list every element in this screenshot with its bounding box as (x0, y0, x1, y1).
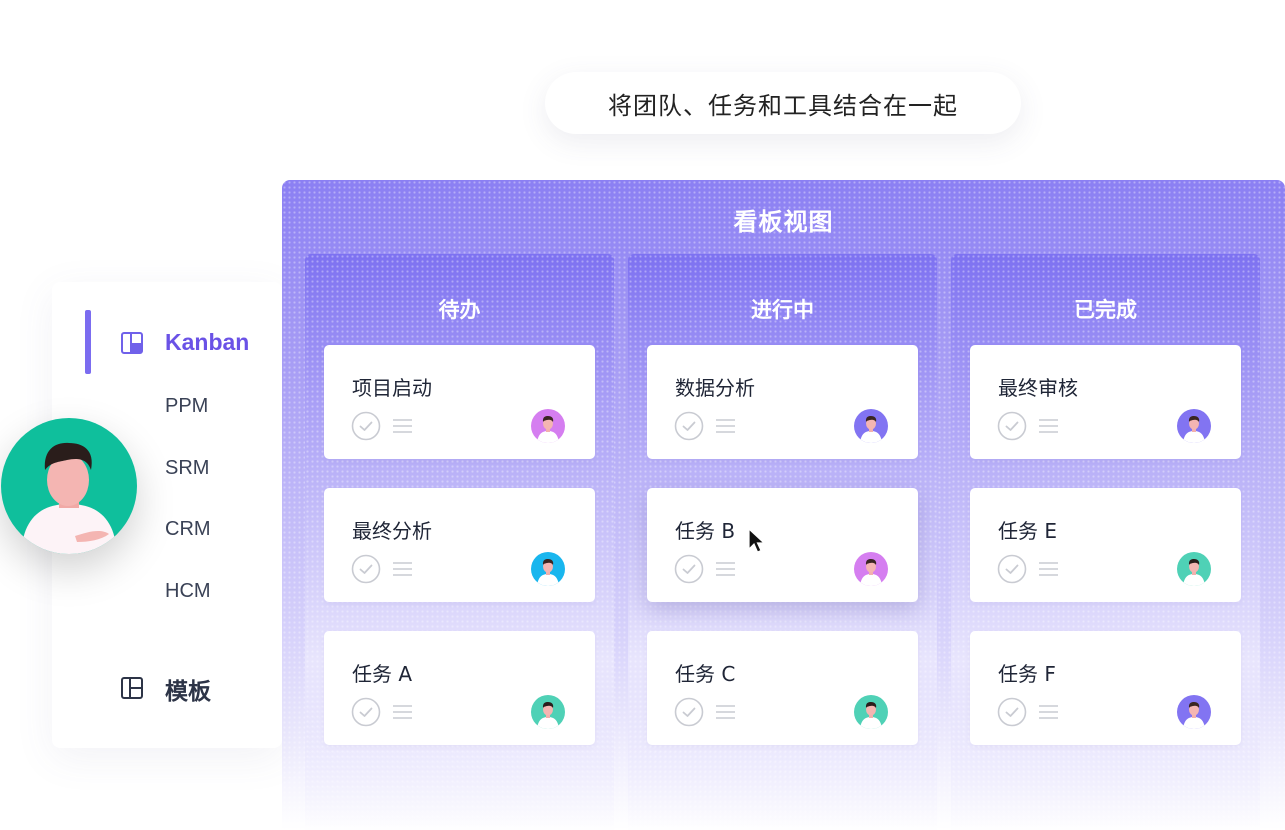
sidebar-item-label: Kanban (165, 329, 250, 355)
details-lines-icon[interactable] (1039, 704, 1058, 720)
details-lines-icon[interactable] (716, 561, 735, 577)
task-title: 任务 B (675, 519, 736, 543)
complete-check-icon[interactable] (674, 411, 704, 441)
complete-check-icon[interactable] (997, 411, 1027, 441)
user-avatar (1, 418, 137, 554)
assignee-avatar[interactable] (531, 695, 565, 729)
sidebar-item-hcm[interactable]: HCM (165, 580, 211, 603)
task-card[interactable]: 任务 A (324, 631, 595, 745)
details-lines-icon[interactable] (1039, 561, 1058, 577)
assignee-avatar[interactable] (1177, 695, 1211, 729)
task-card[interactable]: 项目启动 (324, 345, 595, 459)
task-title: 最终审核 (998, 376, 1078, 400)
task-title: 任务 F (998, 662, 1056, 686)
sidebar-item-label: SRM (165, 457, 210, 479)
details-lines-icon[interactable] (393, 704, 412, 720)
task-card[interactable]: 最终审核 (970, 345, 1241, 459)
task-title: 任务 C (675, 662, 736, 686)
person-icon (537, 559, 559, 586)
sidebar-item-srm[interactable]: SRM (165, 457, 209, 480)
board-column: 进行中数据分析任务 B 任务 C (628, 254, 937, 830)
person-illustration (21, 442, 117, 554)
assignee-avatar[interactable] (1177, 409, 1211, 443)
banner-pill: 将团队、任务和工具结合在一起 (545, 72, 1021, 134)
task-card[interactable]: 任务 C (647, 631, 918, 745)
sidebar-item-kanban[interactable]: Kanban (165, 329, 249, 356)
complete-check-icon[interactable] (997, 697, 1027, 727)
complete-check-icon[interactable] (674, 697, 704, 727)
complete-check-icon[interactable] (674, 554, 704, 584)
details-lines-icon[interactable] (716, 418, 735, 434)
person-icon (1183, 559, 1205, 586)
complete-check-icon[interactable] (351, 554, 381, 584)
active-indicator (85, 310, 91, 374)
task-title: 任务 E (998, 519, 1057, 543)
task-title: 最终分析 (352, 519, 432, 543)
person-icon (860, 416, 882, 443)
kanban-icon (121, 332, 143, 354)
sidebar-item-label: HCM (165, 580, 211, 602)
details-lines-icon[interactable] (1039, 418, 1058, 434)
complete-check-icon[interactable] (351, 411, 381, 441)
board-title: 看板视图 (733, 208, 834, 236)
assignee-avatar[interactable] (1177, 552, 1211, 586)
complete-check-icon[interactable] (351, 697, 381, 727)
sidebar-item-template[interactable]: 模板 (165, 672, 211, 706)
person-icon (1183, 702, 1205, 729)
person-icon (537, 416, 559, 443)
task-card[interactable]: 任务 B (647, 488, 918, 602)
sidebar-item-crm[interactable]: CRM (165, 518, 211, 541)
details-lines-icon[interactable] (393, 561, 412, 577)
column-title: 进行中 (751, 298, 814, 322)
assignee-avatar[interactable] (531, 552, 565, 586)
column-title: 已完成 (1074, 298, 1137, 322)
board-column: 待办项目启动最终分析任务 A (305, 254, 614, 830)
assignee-avatar[interactable] (854, 552, 888, 586)
sidebar-item-label: 模板 (165, 679, 211, 705)
mouse-cursor-icon (748, 528, 766, 553)
sidebar-item-label: CRM (165, 518, 211, 540)
template-icon (121, 677, 143, 699)
task-card[interactable]: 数据分析 (647, 345, 918, 459)
complete-check-icon[interactable] (997, 554, 1027, 584)
sidebar-item-label: PPM (165, 395, 209, 417)
person-icon (537, 702, 559, 729)
assignee-avatar[interactable] (854, 409, 888, 443)
task-title: 项目启动 (352, 376, 432, 400)
task-card[interactable]: 任务 F (970, 631, 1241, 745)
person-icon (860, 702, 882, 729)
task-card[interactable]: 任务 E (970, 488, 1241, 602)
banner-text: 将团队、任务和工具结合在一起 (608, 91, 958, 120)
details-lines-icon[interactable] (393, 418, 412, 434)
sidebar-item-ppm[interactable]: PPM (165, 395, 208, 418)
details-lines-icon[interactable] (716, 704, 735, 720)
person-icon (1183, 416, 1205, 443)
task-title: 数据分析 (675, 376, 755, 400)
task-title: 任务 A (352, 662, 413, 686)
person-icon (860, 559, 882, 586)
task-card[interactable]: 最终分析 (324, 488, 595, 602)
assignee-avatar[interactable] (854, 695, 888, 729)
board-column: 已完成最终审核任务 E 任务 F (951, 254, 1260, 830)
assignee-avatar[interactable] (531, 409, 565, 443)
column-title: 待办 (438, 298, 481, 322)
